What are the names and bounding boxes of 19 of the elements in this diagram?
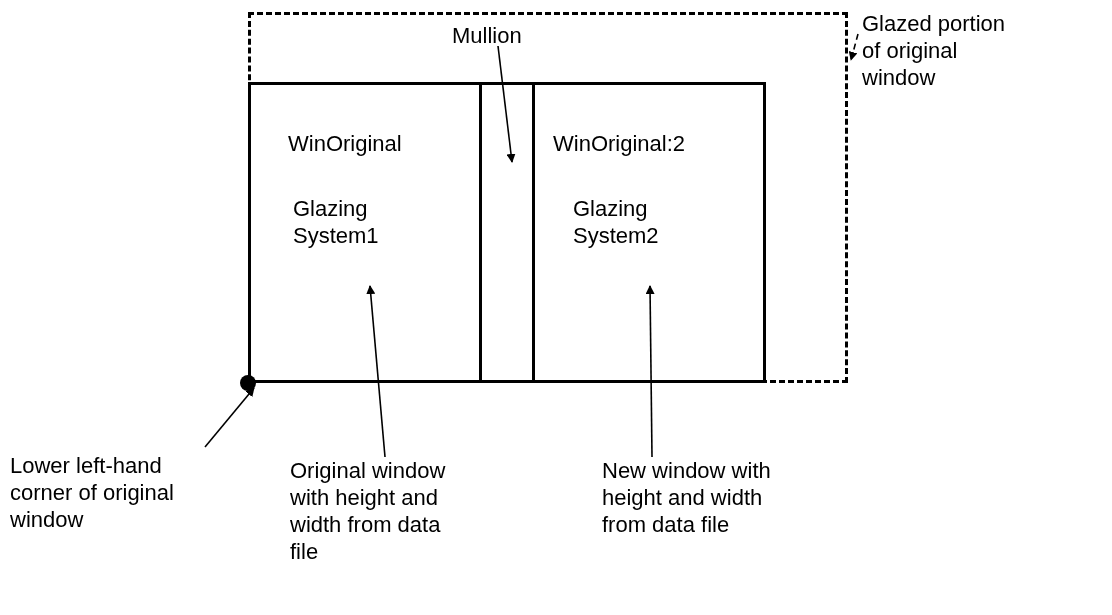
mullion-box bbox=[479, 82, 535, 383]
annotation-text: Glazed portion of original window bbox=[862, 10, 1012, 91]
annotation-text: Lower left-hand corner of original window bbox=[10, 452, 210, 533]
corner-dot bbox=[240, 375, 256, 391]
glazed-portion-outline bbox=[248, 12, 848, 383]
glazing-system-name: Glazing System1 bbox=[293, 195, 380, 249]
leader-arrow bbox=[848, 33, 859, 61]
leader-arrow bbox=[645, 285, 655, 458]
leader-arrow bbox=[366, 285, 386, 458]
window-name: WinOriginal:2 bbox=[553, 130, 687, 157]
window-box bbox=[248, 82, 482, 383]
leader-arrow bbox=[497, 45, 516, 163]
window-box bbox=[532, 82, 766, 383]
glazing-system-name: Glazing System2 bbox=[573, 195, 660, 249]
annotation-text: New window with height and width from data file bbox=[602, 457, 772, 538]
leader-arrow bbox=[204, 387, 255, 448]
window-name: WinOriginal bbox=[288, 130, 403, 157]
annotation-text: Original window with height and width from data file bbox=[290, 457, 460, 565]
annotation-text: Mullion bbox=[452, 22, 542, 49]
